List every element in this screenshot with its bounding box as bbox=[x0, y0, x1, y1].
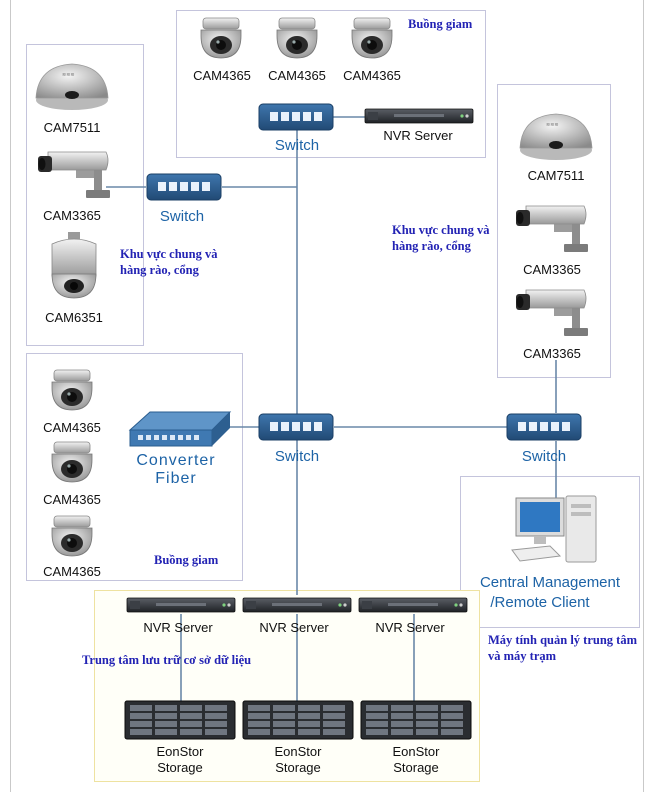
storage-1-label-line1: EonStor bbox=[156, 744, 204, 759]
zone-middle-left-annotation: Buồng giam bbox=[154, 553, 219, 567]
management-workstation bbox=[510, 490, 602, 570]
zone-left-annotation: Khu vực chung và hàng rào, cổng bbox=[120, 247, 218, 277]
nvr-server-icon bbox=[126, 596, 236, 614]
bullet-camera-icon bbox=[36, 146, 110, 200]
camera-mid-2-label: CAM4365 bbox=[43, 492, 101, 507]
camera-top-1-label: CAM4365 bbox=[193, 68, 251, 83]
camera-top-2 bbox=[272, 14, 322, 62]
converter-label-line1: Converter bbox=[136, 452, 216, 469]
nvr-top-label: NVR Server bbox=[383, 128, 453, 143]
switch-core-label: Switch bbox=[274, 448, 320, 465]
storage-2-label-line1: EonStor bbox=[274, 744, 322, 759]
dome-camera-icon bbox=[196, 14, 246, 62]
camera-top-2-label: CAM4365 bbox=[268, 68, 326, 83]
management-label-line2: /Remote Client bbox=[490, 594, 590, 611]
dome-camera-icon bbox=[47, 438, 97, 486]
camera-mid-1 bbox=[47, 366, 97, 414]
fiber-converter bbox=[128, 408, 232, 450]
camera-right-1 bbox=[516, 108, 596, 164]
storage-array-icon bbox=[360, 700, 472, 740]
dome-camera-icon bbox=[47, 512, 97, 560]
nvr-storage-1 bbox=[126, 596, 236, 614]
nvr-server-icon bbox=[242, 596, 352, 614]
camera-top-3-label: CAM4365 bbox=[343, 68, 401, 83]
management-annotation: Máy tính quản lý trung tâm và máy trạm bbox=[488, 633, 637, 663]
storage-array-icon bbox=[242, 700, 354, 740]
zone-storage-annotation: Trung tâm lưu trữ cơ sở dữ liệu bbox=[82, 653, 252, 667]
network-switch-icon bbox=[506, 413, 582, 441]
camera-left-2 bbox=[36, 146, 110, 200]
bullet-camera-icon bbox=[514, 284, 588, 338]
network-switch-icon bbox=[258, 103, 334, 131]
switch-core bbox=[258, 413, 334, 441]
switch-right-label: Switch bbox=[521, 448, 567, 465]
zone-top-annotation: Buồng giam bbox=[408, 17, 473, 31]
camera-right-3-label: CAM3365 bbox=[523, 346, 581, 361]
camera-right-2-label: CAM3365 bbox=[523, 262, 581, 277]
dome-camera-icon bbox=[47, 366, 97, 414]
diagram-frame bbox=[10, 0, 644, 792]
camera-left-3-label: CAM6351 bbox=[45, 310, 103, 325]
camera-top-1 bbox=[196, 14, 246, 62]
storage-array-3 bbox=[360, 700, 472, 740]
network-switch-icon bbox=[258, 413, 334, 441]
workstation-icon bbox=[510, 490, 602, 570]
dome-camera-icon bbox=[347, 14, 397, 62]
nvr-storage-3-label: NVR Server bbox=[375, 620, 445, 635]
nvr-storage-2-label: NVR Server bbox=[259, 620, 329, 635]
fisheye-camera-icon bbox=[516, 108, 596, 164]
nvr-storage-3 bbox=[358, 596, 468, 614]
camera-left-3 bbox=[44, 232, 104, 302]
nvr-storage-1-label: NVR Server bbox=[143, 620, 213, 635]
camera-right-3 bbox=[514, 284, 588, 338]
storage-1-label-line2: Storage bbox=[157, 760, 203, 775]
switch-left bbox=[146, 173, 222, 201]
camera-right-1-label: CAM7511 bbox=[527, 168, 585, 183]
storage-array-1 bbox=[124, 700, 236, 740]
camera-left-2-label: CAM3365 bbox=[43, 208, 101, 223]
fiber-converter-icon bbox=[128, 408, 232, 450]
management-label-line1: Central Management bbox=[479, 574, 621, 591]
camera-left-1 bbox=[32, 58, 112, 114]
nvr-server-icon bbox=[364, 107, 474, 125]
camera-top-3 bbox=[347, 14, 397, 62]
converter-label-line2: Fiber bbox=[155, 470, 197, 487]
storage-array-icon bbox=[124, 700, 236, 740]
fisheye-camera-icon bbox=[32, 58, 112, 114]
storage-array-2 bbox=[242, 700, 354, 740]
bullet-camera-icon bbox=[514, 200, 588, 254]
camera-right-2 bbox=[514, 200, 588, 254]
switch-right bbox=[506, 413, 582, 441]
camera-mid-3 bbox=[47, 512, 97, 560]
camera-mid-2 bbox=[47, 438, 97, 486]
storage-2-label-line2: Storage bbox=[275, 760, 321, 775]
switch-left-label: Switch bbox=[159, 208, 205, 225]
nvr-server-icon bbox=[358, 596, 468, 614]
nvr-storage-2 bbox=[242, 596, 352, 614]
camera-left-1-label: CAM7511 bbox=[43, 120, 101, 135]
zone-right-annotation: Khu vực chung và hàng rào, cổng bbox=[392, 223, 490, 253]
nvr-top bbox=[364, 107, 474, 125]
switch-top bbox=[258, 103, 334, 131]
camera-mid-1-label: CAM4365 bbox=[43, 420, 101, 435]
ptz-camera-icon bbox=[44, 232, 104, 302]
switch-top-label: Switch bbox=[274, 137, 320, 154]
storage-3-label-line2: Storage bbox=[393, 760, 439, 775]
dome-camera-icon bbox=[272, 14, 322, 62]
zone-storage-center bbox=[94, 590, 480, 782]
camera-mid-3-label: CAM4365 bbox=[43, 564, 101, 579]
network-switch-icon bbox=[146, 173, 222, 201]
storage-3-label-line1: EonStor bbox=[392, 744, 440, 759]
